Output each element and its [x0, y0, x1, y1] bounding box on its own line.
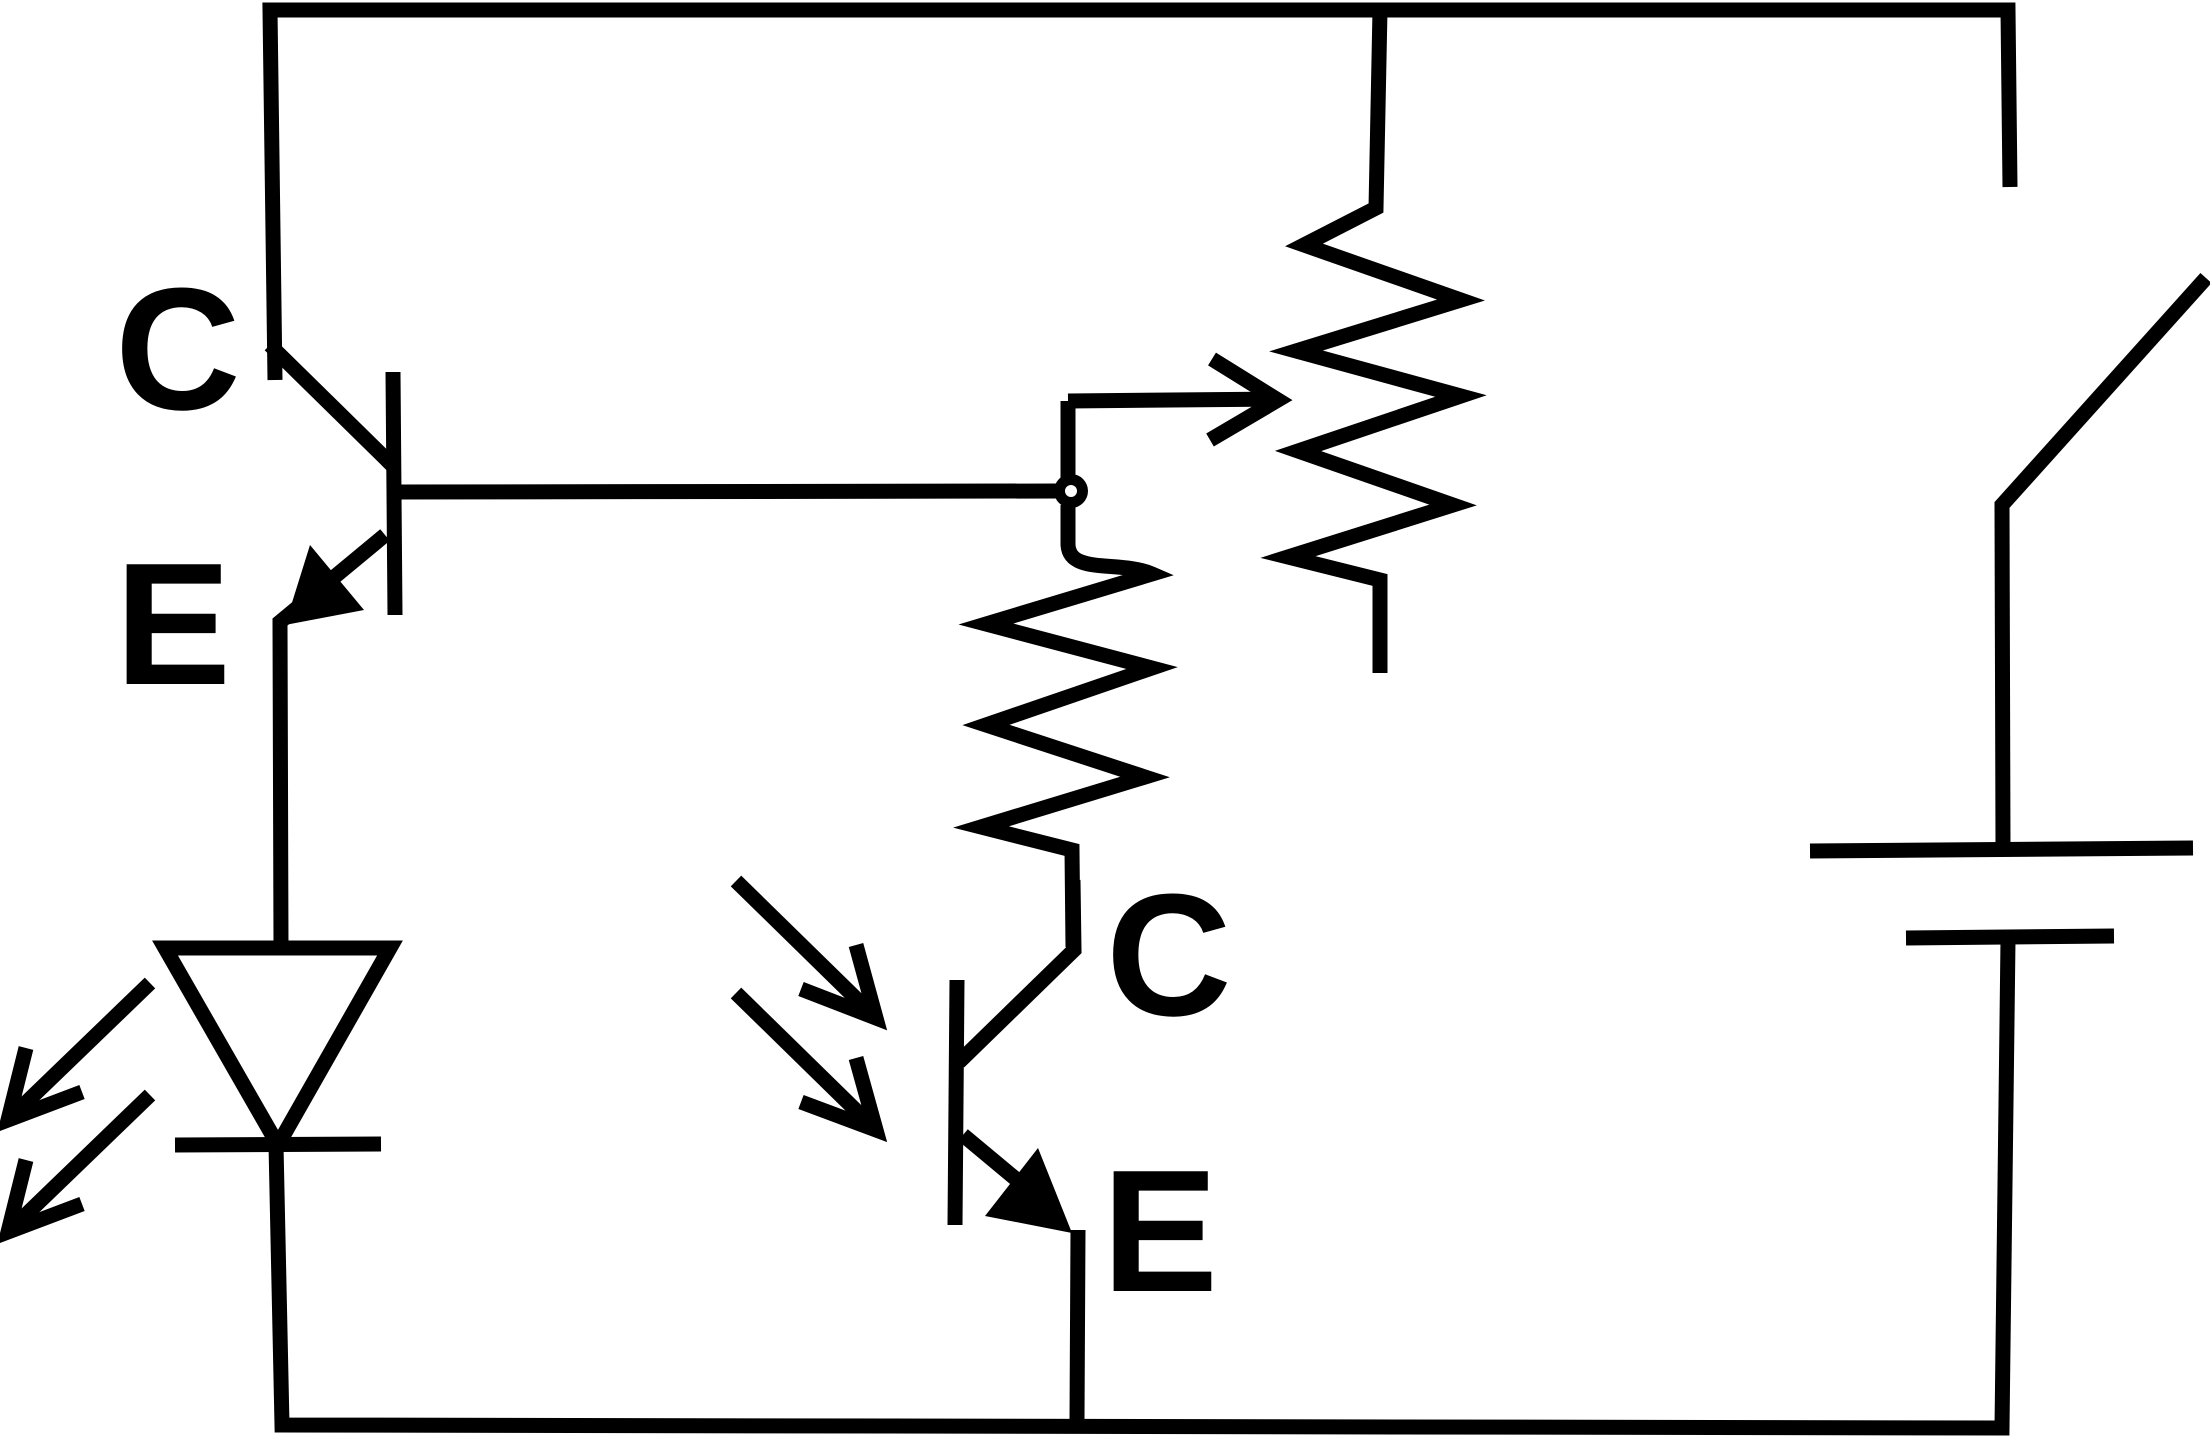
incident-light-arrow-1-head [798, 943, 888, 1031]
led-diode-bar [174, 1136, 382, 1153]
lower-resistor [953, 505, 1178, 948]
base-wire [394, 483, 1059, 500]
photo-transistor-emitter-to-ground [1069, 1229, 1086, 1421]
incident-light-arrow-1 [730, 875, 882, 1024]
top-transistor-collector-lead [264, 339, 398, 471]
filled-shapes [285, 474, 1088, 1233]
photo-transistor-collector-lead [953, 879, 1082, 1068]
top-transistor-emitter-lead [272, 529, 390, 949]
battery-long-plate [1809, 840, 2194, 859]
led-light-arrow-1-head [0, 1046, 85, 1132]
wiper-junction-hole [1065, 485, 1077, 497]
top-transistor-base-bar [385, 371, 403, 616]
photo-transistor-emitter-lead [958, 1129, 1022, 1186]
photo-transistor-collector-label: C [1106, 857, 1232, 1052]
photo-transistor-emitter-label: E [1102, 1133, 1219, 1328]
led-light-arrow-2-head [0, 1158, 85, 1244]
photo-transistor-emitter-arrowhead [985, 1148, 1072, 1233]
wiper-arrowhead [1206, 352, 1293, 447]
top-transistor-emitter-arrowhead [285, 545, 364, 625]
potentiometer-resistor [1260, 9, 1487, 673]
battery-short-plate [1905, 928, 2115, 946]
potentiometer-wiper [1067, 391, 1279, 409]
top-transistor-emitter-label: E [115, 526, 232, 721]
photo-transistor-base-bar [947, 979, 965, 1226]
top-wire [262, 2, 2018, 381]
incident-light-arrow-2 [730, 987, 882, 1136]
top-transistor-collector-label: C [115, 251, 241, 446]
led-diode-triangle [152, 940, 403, 1161]
led-light-arrow-1 [2, 977, 156, 1126]
led-light-arrow-2 [2, 1089, 156, 1238]
bottom-wire [268, 939, 2016, 1436]
incident-light-arrow-2-head [798, 1055, 888, 1143]
switch-lever [1994, 272, 2210, 849]
